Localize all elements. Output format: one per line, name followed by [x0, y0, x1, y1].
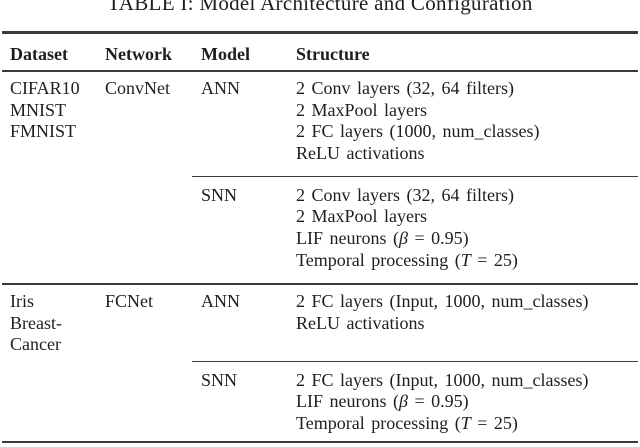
structure-line: ReLU activations [296, 143, 425, 164]
group-divider-rule [2, 282, 638, 285]
column-header-structure: Structure [296, 44, 370, 64]
structure-line: LIF neurons (β = 0.95) [296, 391, 469, 412]
structure-line: Temporal processing (T = 25) [296, 412, 518, 433]
model-cell: SNN [201, 184, 238, 205]
column-header-network: Network [105, 44, 172, 64]
network-cell: FCNet [105, 291, 154, 311]
dataset-cell: CIFAR10 [10, 78, 80, 98]
dataset-cell: Iris [10, 291, 34, 311]
cline-fcnet-snn [192, 360, 638, 362]
bottom-rule [2, 440, 638, 443]
structure-line: 2 MaxPool layers [296, 206, 427, 227]
cline-convnet-snn [192, 175, 638, 177]
dataset-cell: Cancer [10, 334, 61, 355]
network-cell: ConvNet [105, 78, 170, 98]
structure-line: 2 Conv layers (32, 64 filters) [296, 78, 514, 98]
structure-line: Temporal processing (T = 25) [296, 249, 518, 270]
dataset-cell: Breast- [10, 312, 62, 333]
column-header-model: Model [201, 44, 250, 64]
structure-line: 2 FC layers (Input, 1000, num_classes) [296, 291, 589, 311]
dataset-cell: FMNIST [10, 121, 77, 142]
structure-line: 2 Conv layers (32, 64 filters) [296, 184, 514, 205]
header-rule [2, 70, 638, 72]
structure-line: 2 MaxPool layers [296, 99, 427, 120]
structure-line: 2 FC layers (Input, 1000, num_classes) [296, 369, 589, 390]
model-cell: ANN [201, 78, 240, 98]
column-header-dataset: Dataset [10, 44, 68, 64]
dataset-cell: MNIST [10, 99, 67, 120]
model-cell: SNN [201, 369, 238, 390]
structure-line: ReLU activations [296, 312, 425, 333]
table-caption: TABLE I: Model Architecture and Configur… [107, 0, 533, 15]
structure-line: LIF neurons (β = 0.95) [296, 227, 469, 248]
structure-line: 2 FC layers (1000, num_classes) [296, 121, 540, 142]
model-cell: ANN [201, 291, 240, 311]
top-rule [2, 31, 638, 34]
